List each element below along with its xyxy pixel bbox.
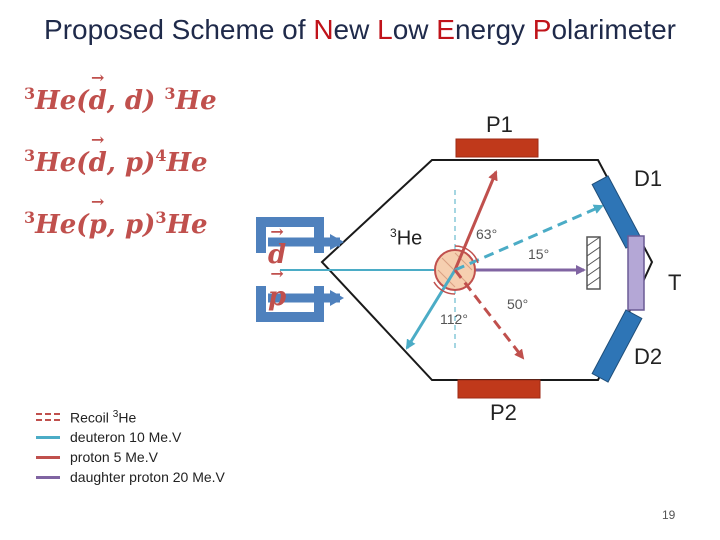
t-holder-hatch [586, 236, 601, 287]
angle-label-63: 63° [476, 226, 498, 242]
reaction-2: 3He(d, p)4He [24, 146, 208, 178]
legend: Recoil 3He deuteron 10 Me.V proton 5 Me.… [36, 408, 225, 488]
beam-pipe-lower [256, 286, 324, 322]
detector-p1 [455, 138, 539, 158]
detector-t [627, 235, 645, 311]
page-number: 19 [662, 508, 676, 522]
legend-item-deuteron: deuteron 10 Me.V [36, 428, 225, 446]
label-d1: D1 [634, 166, 663, 191]
beam-label-d: d [268, 240, 286, 270]
legend-item-proton: proton 5 Me.V [36, 448, 225, 466]
angle-label-15: 15° [528, 246, 550, 262]
detector-d2 [591, 309, 643, 383]
label-t: T [668, 270, 682, 295]
beam-pipe-upper [256, 217, 324, 253]
label-p1: P1 [486, 112, 513, 137]
legend-swatch-recoil [36, 413, 60, 421]
label-target: 3He [390, 226, 423, 250]
scattering-chamber [320, 159, 654, 381]
recoil-track-d2 [453, 269, 525, 360]
angle-arc-63 [454, 245, 479, 264]
angle-label-112: 112° [440, 311, 468, 327]
label-d2: D2 [634, 344, 663, 369]
proton-track-p1 [453, 170, 498, 271]
legend-item-daughter-proton: daughter proton 20 Me.V [36, 468, 225, 486]
proton-track-p2 [405, 269, 457, 350]
reaction-3: 3He(p, p)3He [24, 208, 208, 240]
legend-swatch-deuteron [36, 435, 60, 439]
beam-label-p: p [268, 282, 286, 312]
label-p2: P2 [490, 400, 517, 425]
reaction-1: 3He(d, d) 3He [24, 84, 217, 116]
t-holder [586, 236, 601, 290]
legend-swatch-proton [36, 455, 60, 459]
recoil-track-d1 [454, 204, 604, 272]
detector-p2 [457, 379, 541, 399]
page-title: Proposed Scheme of New Low Energy Polari… [44, 14, 676, 45]
angle-label-50: 50° [507, 296, 529, 312]
legend-swatch-daughter [36, 475, 60, 479]
legend-item-recoil: Recoil 3He [36, 408, 225, 426]
angle-arc-112 [433, 281, 456, 295]
